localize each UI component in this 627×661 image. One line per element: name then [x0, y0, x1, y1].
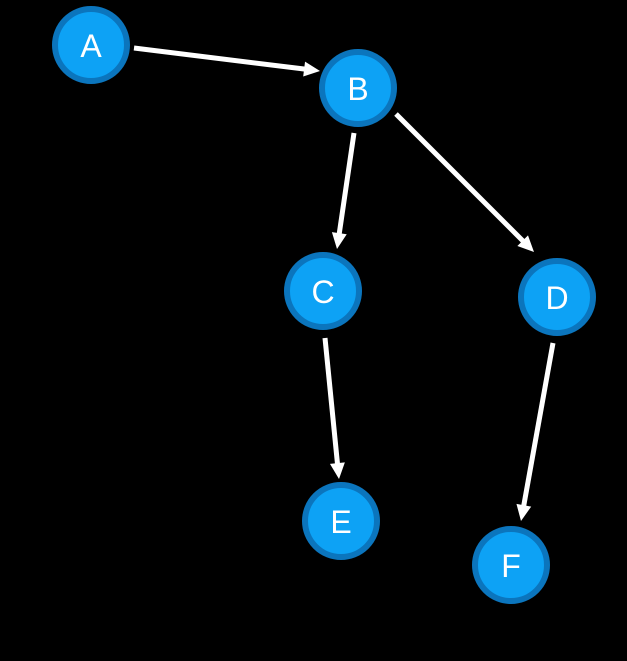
node-circle [52, 6, 130, 84]
node-label: B [347, 71, 368, 107]
graph-node-a[interactable]: A [52, 6, 130, 84]
edge-shaft [336, 132, 357, 236]
graph-node-f[interactable]: F [472, 526, 550, 604]
graph-node-c[interactable]: C [284, 252, 362, 330]
graph-edge-b-to-c[interactable] [331, 132, 357, 249]
edge-shaft [394, 112, 526, 244]
graph-edge-a-to-b[interactable] [133, 45, 320, 77]
node-circle [518, 258, 596, 336]
node-label: C [311, 274, 334, 310]
node-circle [302, 482, 380, 560]
node-circle [284, 252, 362, 330]
edge-shaft [322, 337, 341, 466]
edge-arrowhead-icon [329, 462, 345, 479]
edge-arrowhead-icon [517, 235, 534, 252]
graph-edge-b-to-d[interactable] [394, 112, 534, 252]
graph-node-b[interactable]: B [319, 49, 397, 127]
node-label: E [330, 504, 351, 540]
graph-edge-d-to-f[interactable] [516, 342, 556, 521]
edge-arrowhead-icon [303, 61, 320, 77]
node-circle [472, 526, 550, 604]
edge-shaft [133, 45, 307, 72]
edges-layer [133, 45, 556, 521]
edge-arrowhead-icon [331, 232, 347, 249]
node-label: A [80, 28, 102, 64]
graph-node-e[interactable]: E [302, 482, 380, 560]
graph-edge-c-to-e[interactable] [322, 337, 345, 479]
graph-node-d[interactable]: D [518, 258, 596, 336]
node-label: F [501, 548, 521, 584]
node-label: D [545, 280, 568, 316]
edge-arrowhead-icon [516, 503, 532, 521]
edge-shaft [521, 342, 556, 508]
nodes-layer: A B C D E F [52, 6, 596, 604]
node-circle [319, 49, 397, 127]
